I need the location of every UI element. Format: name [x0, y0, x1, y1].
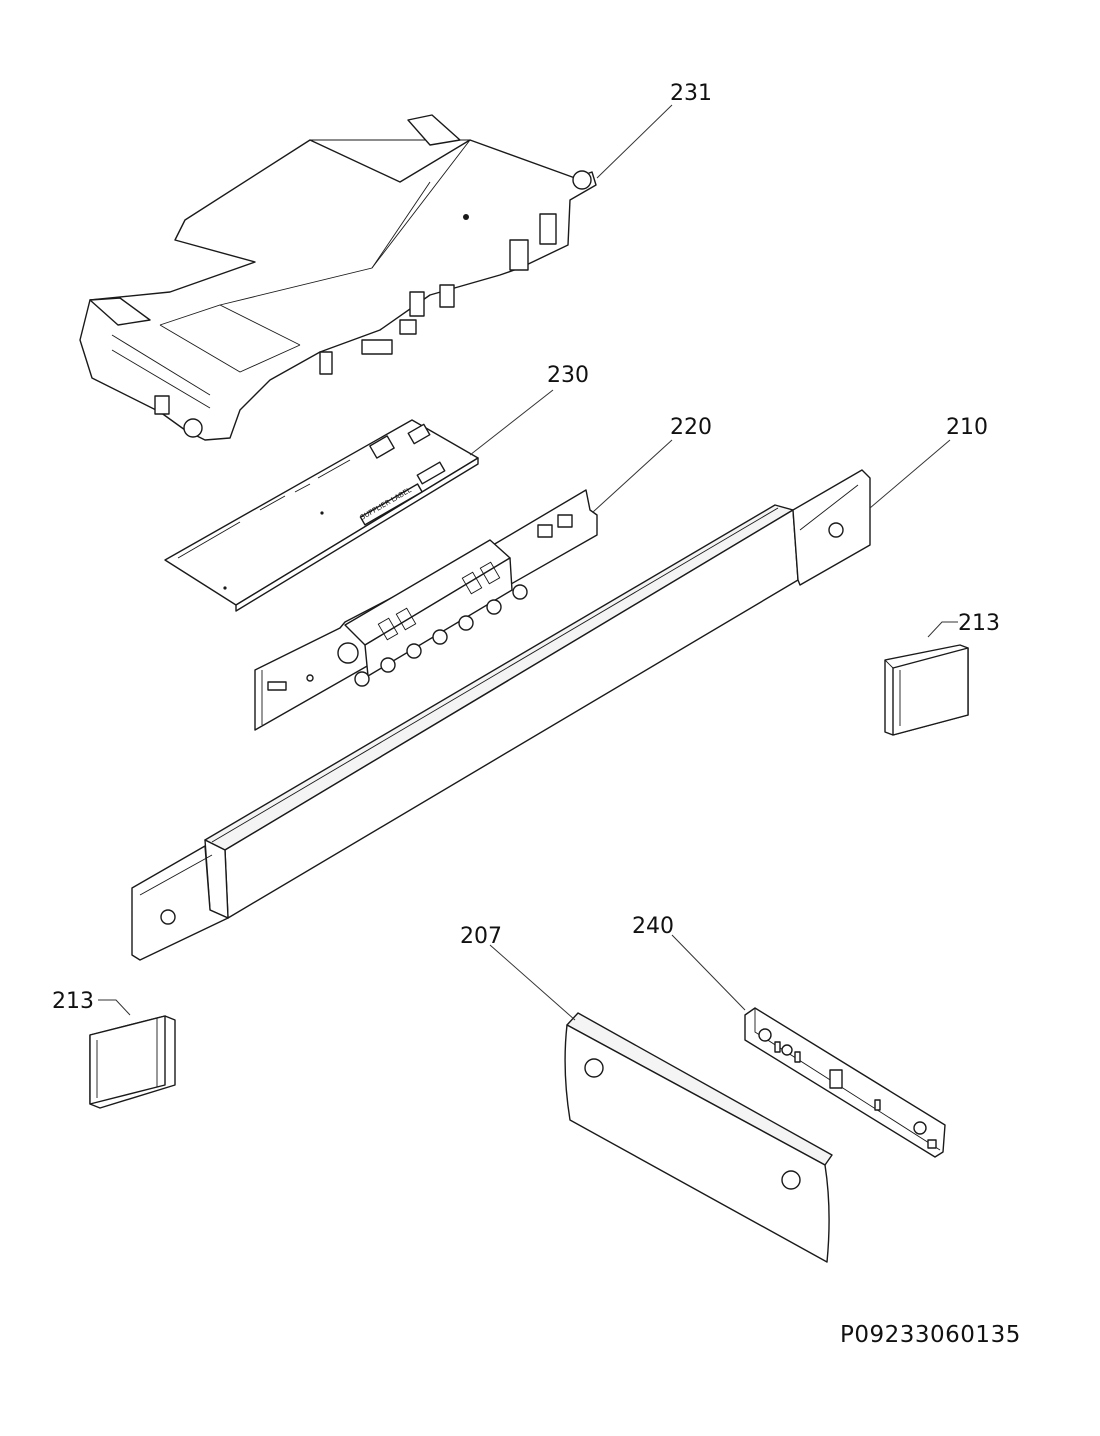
- callout-label-220: 220: [670, 415, 712, 440]
- callout-label-210: 210: [946, 415, 988, 440]
- callout-label-231: 231: [670, 81, 712, 106]
- part-220-keypad-board: [254, 489, 598, 731]
- part-207-handle-cover: [564, 1012, 833, 1263]
- document-code: P09233060135: [840, 1322, 1021, 1348]
- callout-label-207: 207: [460, 924, 502, 949]
- callout-label-213-left: 213: [52, 989, 94, 1014]
- callout-231: 231: [596, 81, 712, 179]
- part-230-pcb: SUPPLIER LABEL: [164, 419, 479, 612]
- callout-210: 210: [869, 415, 988, 509]
- part-213-left-end-cap: [89, 1015, 176, 1109]
- part-213-right-end-cap: [884, 644, 969, 736]
- callout-240: 240: [632, 914, 746, 1011]
- part-240-handle-pcb: [744, 1007, 946, 1158]
- callout-label-230: 230: [547, 363, 589, 388]
- callout-213-left: 213: [52, 989, 131, 1016]
- callout-220: 220: [592, 415, 712, 513]
- callout-label-213-right: 213: [958, 611, 1000, 636]
- callout-213-right: 213: [927, 611, 1000, 638]
- callout-230: 230: [469, 363, 589, 456]
- part-231-bracket: [79, 114, 597, 441]
- part-210-control-panel: [131, 469, 871, 961]
- callout-label-240: 240: [632, 914, 674, 939]
- callout-207: 207: [460, 924, 576, 1021]
